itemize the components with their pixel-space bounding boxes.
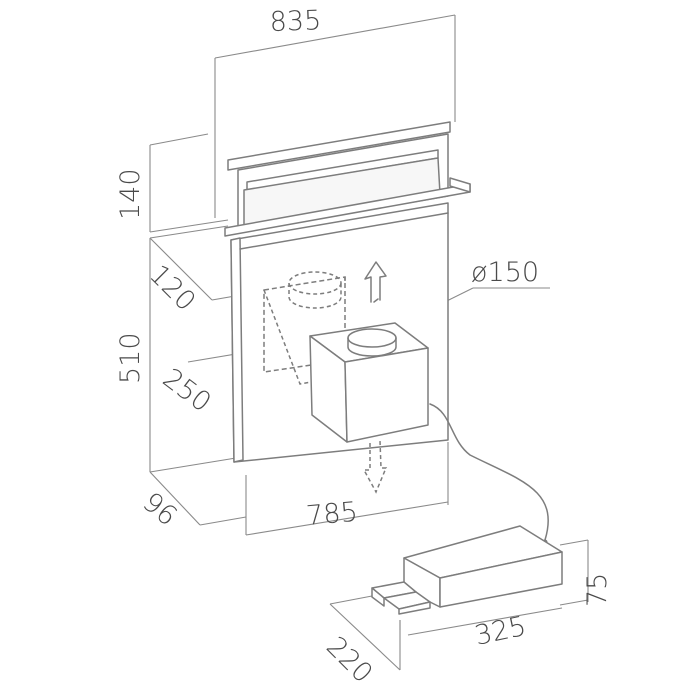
- top-hood: [224, 121, 471, 237]
- motor-width-label: 250: [157, 363, 217, 419]
- width-base-label: 785: [305, 497, 359, 532]
- height-top-label: 140: [115, 168, 146, 220]
- duct-diameter-label: ø150: [471, 257, 539, 288]
- remote-unit: [371, 525, 563, 615]
- depth-top-label: 120: [143, 259, 201, 317]
- height-body-label: 510: [115, 332, 146, 384]
- width-top-label: 835: [269, 5, 322, 38]
- up-arrow-icon: [364, 261, 387, 303]
- remote-depth-label: 220: [320, 631, 378, 689]
- down-arrow-icon: [362, 440, 388, 494]
- remote-width-label: 325: [472, 611, 529, 652]
- remote-height-label: 75: [582, 573, 613, 607]
- depth-base-label: 96: [137, 487, 183, 533]
- alt-motor-dashed: [263, 271, 346, 385]
- motor-box: [309, 322, 429, 443]
